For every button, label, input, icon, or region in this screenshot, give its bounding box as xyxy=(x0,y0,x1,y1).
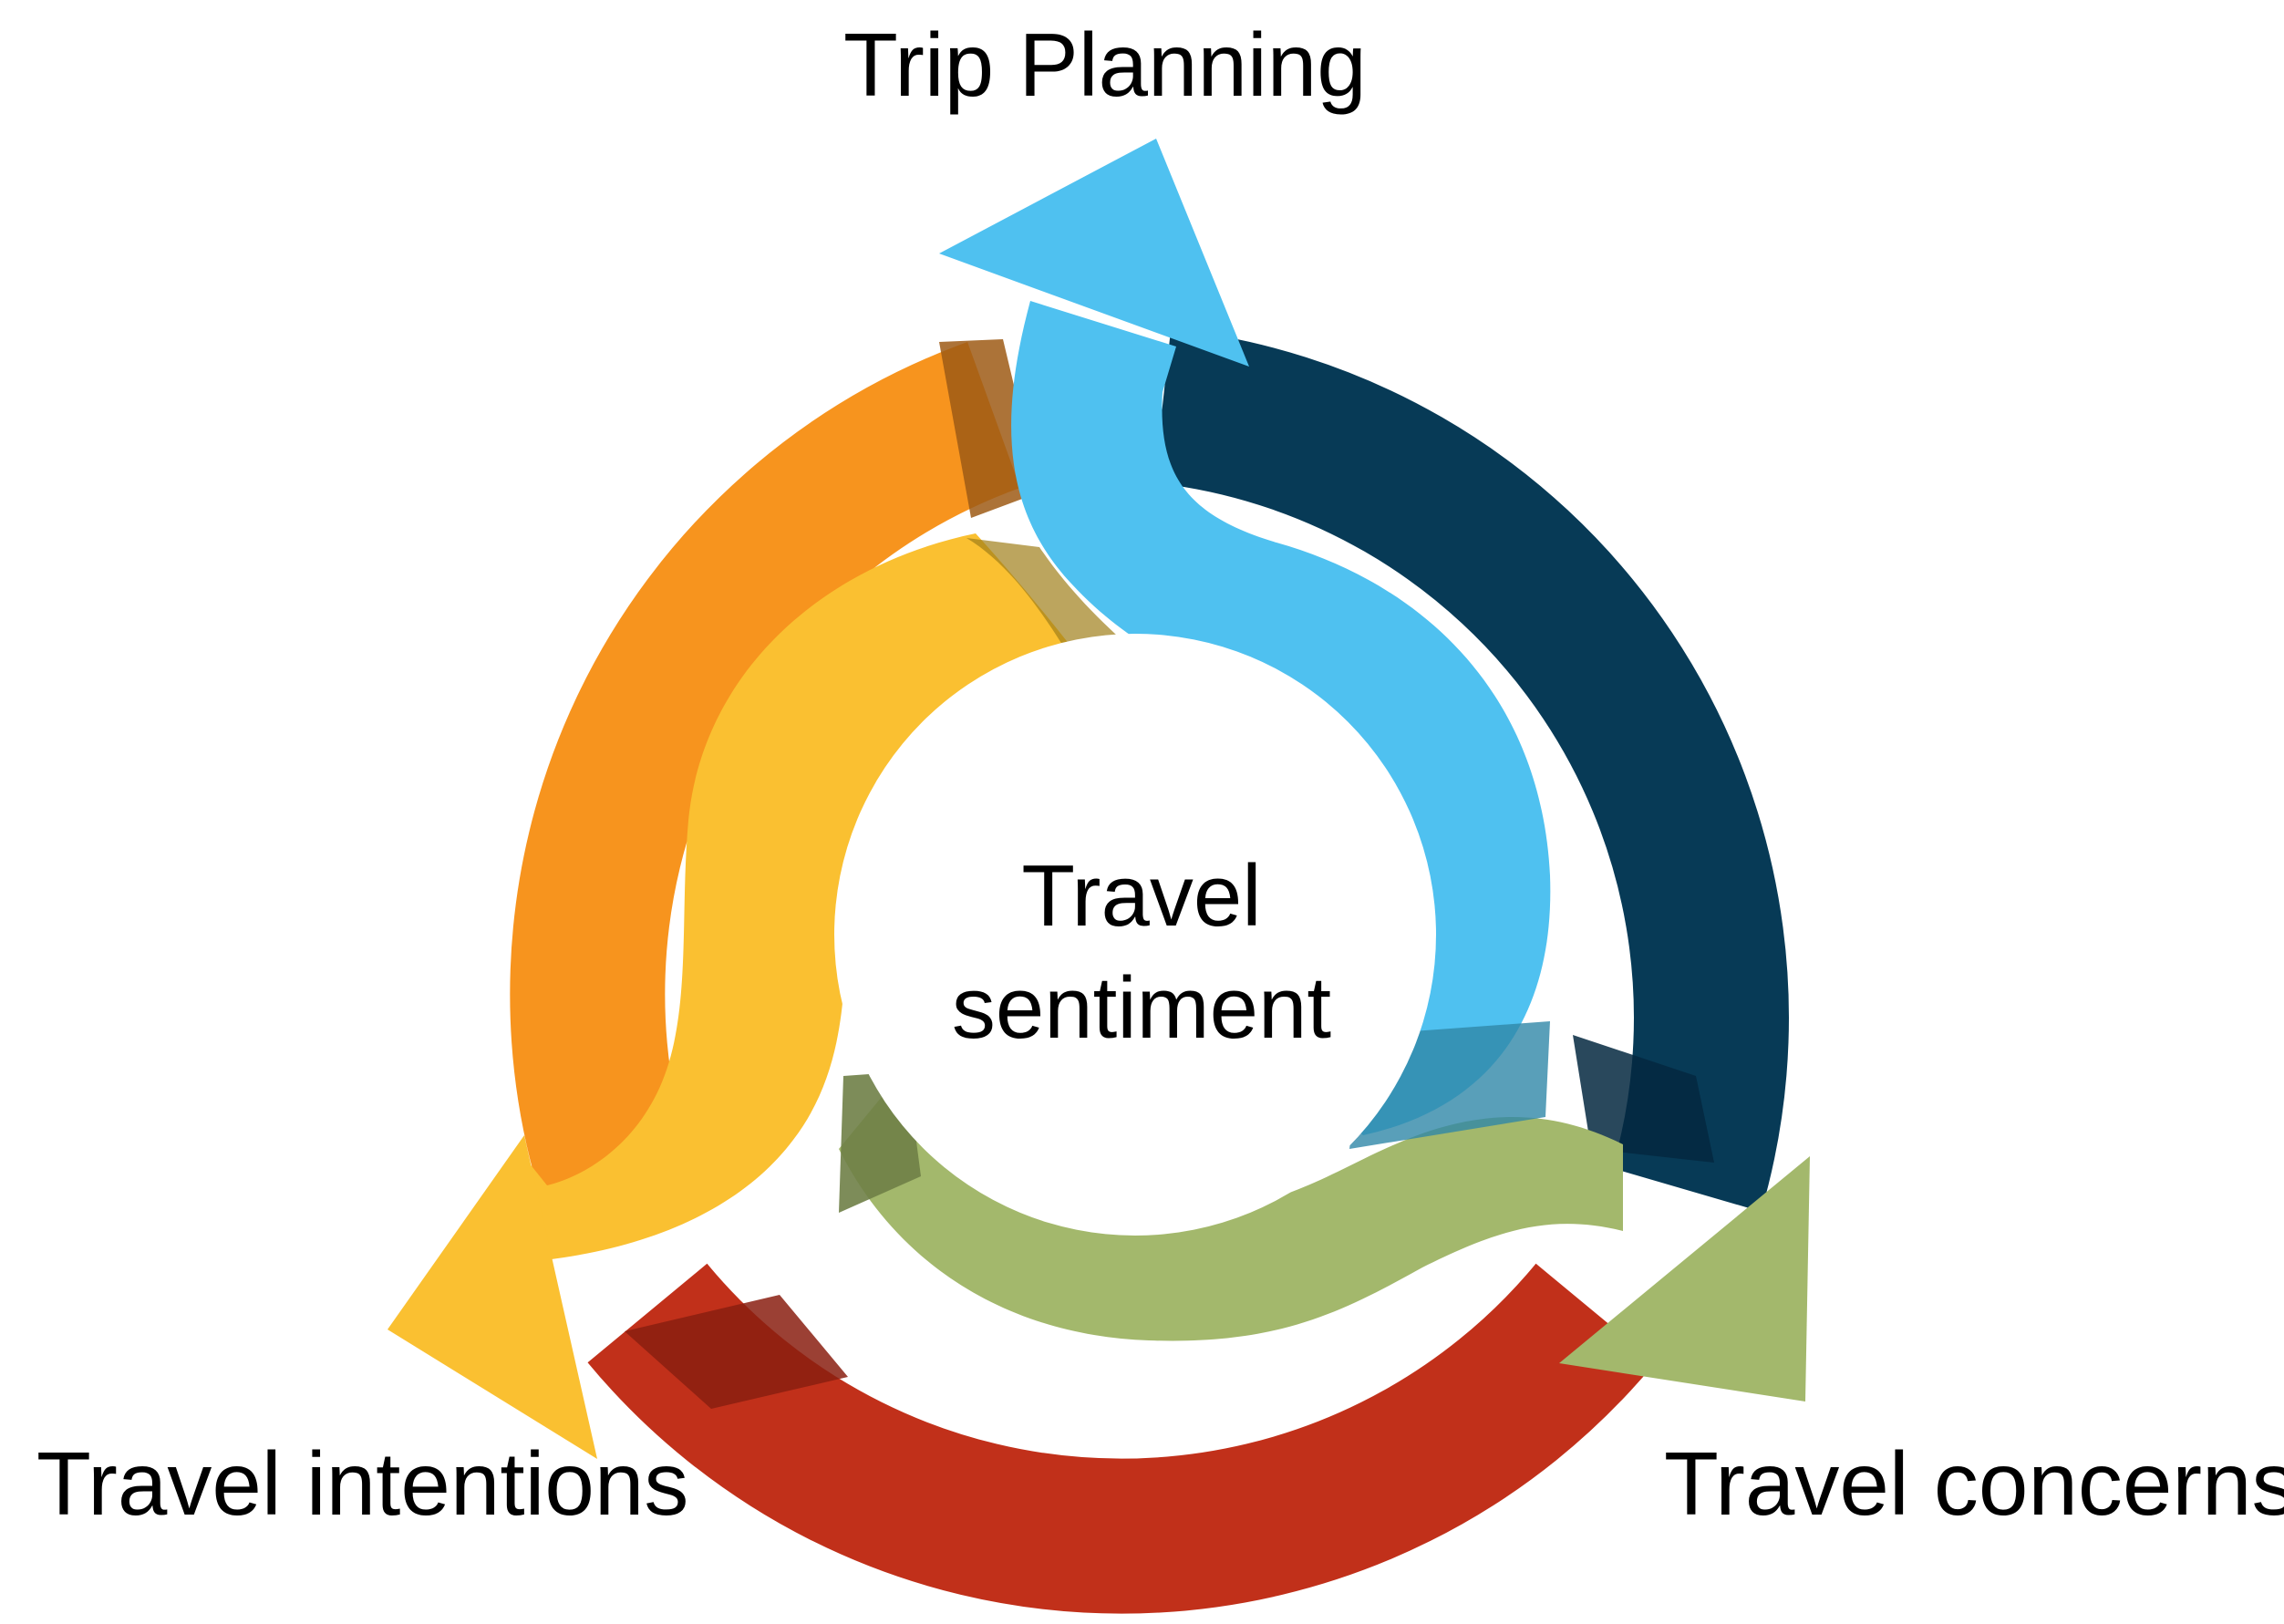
overlap-shade-left xyxy=(625,1295,848,1409)
yellow-arrow-body xyxy=(515,533,1090,1263)
outer-ring-red-segment xyxy=(587,1263,1656,1614)
label-travel-concerns: Travel concerns xyxy=(1664,1433,2284,1534)
center-label-line-1: Travel xyxy=(1021,847,1262,945)
label-travel-intentions: Travel intentions xyxy=(36,1433,689,1534)
center-circle xyxy=(834,634,1436,1236)
label-trip-planning: Trip Planning xyxy=(843,15,1367,115)
outer-ring-orange-segment xyxy=(510,342,1021,1226)
green-arrow-body xyxy=(839,1071,1623,1341)
overlap-shade-top xyxy=(939,339,1039,518)
overlap-shade-right xyxy=(1573,1035,1714,1163)
outer-ring-navy-segment xyxy=(1153,328,1789,1212)
yellow-arrow-head xyxy=(388,1135,597,1459)
blue-arrow-head xyxy=(939,139,1249,367)
outer-ring xyxy=(510,328,1789,1614)
center-label-line-2: sentiment xyxy=(951,959,1332,1057)
green-arrow-head xyxy=(1559,1156,1810,1402)
